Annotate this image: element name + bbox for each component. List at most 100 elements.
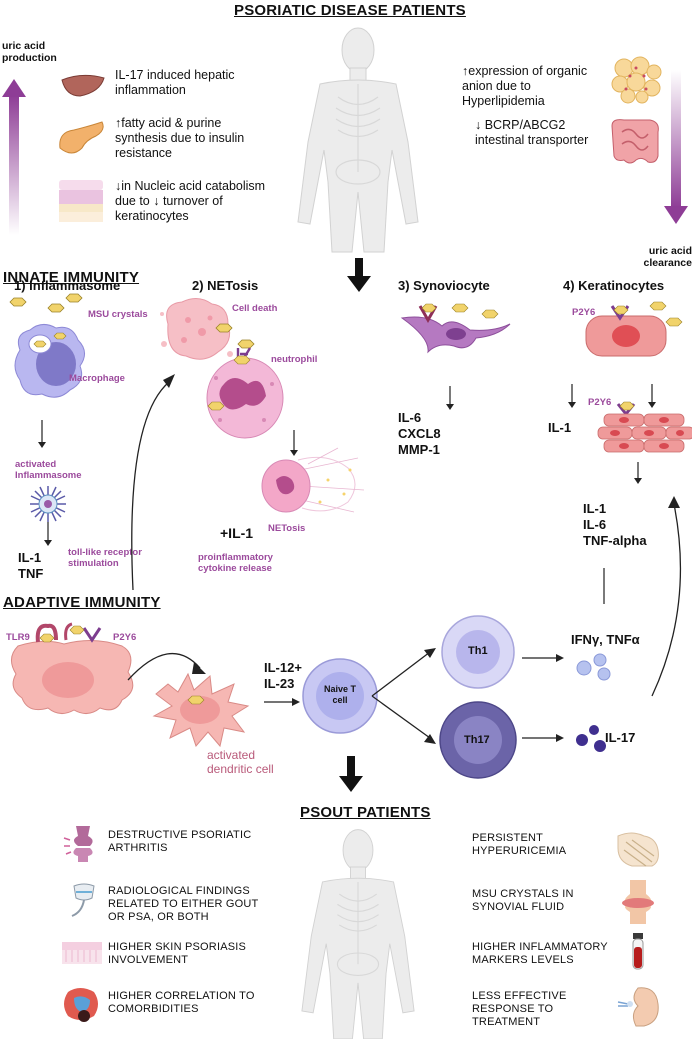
cytokine-il23: IL-23	[264, 676, 295, 691]
patient-face-icon	[617, 987, 659, 1027]
psout-comorbidities: HIGHER CORRELATION TO COMORBIDITIES	[108, 990, 255, 1015]
p2y6-dc-label: P2Y6	[113, 632, 137, 643]
uric-acid-production-arrow	[2, 79, 26, 235]
th17-cytokine-particles-icon	[576, 725, 606, 752]
macrophage-icon	[14, 324, 85, 398]
uric-acid-clearance-arrow	[664, 70, 688, 224]
main-flow-arrow-1	[347, 258, 371, 292]
organic-anion-text: ↑expression of organic anion due to Hype…	[462, 64, 588, 108]
fatty-acid-purine-text: ↑fatty acid & purine synthesis due to in…	[115, 116, 245, 160]
th1-cytokine-particles-icon	[576, 653, 611, 681]
blood-tube-icon	[632, 933, 644, 970]
psout-skin-involvement: HIGHER SKIN PSORIASIS INVOLVEMENT	[108, 941, 247, 966]
neutrophil-icon	[206, 347, 284, 439]
title-psoriatic-disease-patients: PSORIATIC DISEASE PATIENTS	[234, 2, 466, 19]
arrow-to-naive-tcell	[264, 698, 300, 706]
bcrp-abcg2-text: ↓ BCRP/ABCG2 intestinal transporter	[475, 118, 589, 147]
th1-label: Th1	[468, 645, 488, 657]
organs-icon	[64, 988, 98, 1022]
psout-inflammatory-markers: HIGHER INFLAMMATORY MARKERS LEVELS	[472, 941, 608, 966]
human-body-figure	[297, 27, 419, 253]
toll-like-receptor-label: toll-like receptor stimulation	[68, 547, 142, 569]
psout-destructive-arthritis: DESTRUCTIVE PSORIATIC ARTHRITIS	[108, 829, 252, 854]
netosis-title: 2) NETosis	[192, 278, 259, 293]
dead-cell-icon	[160, 298, 233, 360]
joint-icon	[63, 826, 93, 862]
arrow-to-netosis	[131, 374, 175, 591]
title-innate-immunity: INNATE IMMUNITY	[3, 269, 140, 286]
uric-acid-clearance-label: uric acid clearance	[643, 245, 692, 269]
netosis-cell-icon	[261, 447, 365, 513]
arrow-keratinocyte-left	[568, 384, 576, 408]
cytokine-il12: IL-12+	[264, 660, 302, 675]
psout-radiological-findings: RADIOLOGICAL FINDINGS RELATED TO EITHER …	[108, 885, 259, 923]
dendritic-cell-icon	[11, 622, 134, 714]
th17-label: Th17	[464, 734, 490, 746]
arrows-tcell-differentiation	[371, 648, 436, 744]
fat-cells-icon	[611, 56, 662, 104]
inflammasome-title: 1) Inflammasome	[14, 278, 121, 293]
crystal-pair-icon	[215, 323, 255, 349]
uric-acid-production-label: uric acid production	[2, 40, 57, 64]
naive-t-cell-label: Naive T cell	[323, 684, 356, 705]
hepatic-inflammation-text: IL-17 induced hepatic inflammation	[115, 68, 235, 97]
keratinocyte-output-il1: IL-1	[583, 501, 607, 516]
connector-line-keratinocyte	[603, 568, 605, 604]
msu-crystals-icon	[9, 293, 83, 313]
keratinocytes-title: 4) Keratinocytes	[563, 278, 665, 293]
th17-output-il17: IL-17	[605, 730, 636, 745]
arrow-th1-output	[522, 654, 564, 662]
keratinocyte-il1: IL-1	[548, 420, 572, 435]
synoviocyte-title: 3) Synoviocyte	[398, 278, 490, 293]
tlr9-label: TLR9	[6, 632, 30, 643]
inflammasome-output-il1: IL-1	[18, 550, 42, 565]
naive-t-cell-icon	[302, 658, 378, 734]
arrow-macrophage-to-inflammasome	[38, 420, 46, 448]
msu-crystals-label: MSU crystals	[88, 309, 148, 320]
synoviocyte-output-mmp1: MMP-1	[398, 442, 440, 457]
arrow-th1-to-keratinocytes	[651, 496, 682, 697]
macrophage-label: Macrophage	[69, 373, 125, 384]
knee-joint-icon	[622, 880, 654, 924]
title-psout-patients: PSOUT PATIENTS	[300, 804, 431, 821]
arrow-neutrophil-to-netosis	[290, 430, 298, 456]
intestine-icon	[611, 119, 659, 164]
activated-dendritic-cell-label: activated dendritic cell	[207, 748, 274, 776]
cell-death-label: Cell death	[232, 303, 278, 314]
liver-icon	[61, 74, 105, 97]
proinflammatory-release-label: proinflammatory cytokine release	[198, 552, 273, 574]
activated-inflammasome-label: activated Inflammasome	[15, 459, 82, 481]
arrow-synoviocyte-output	[446, 386, 454, 410]
arrow-inflammasome-to-il1	[44, 522, 52, 546]
activated-dendritic-cell-icon	[152, 672, 250, 748]
netosis-il1: +IL-1	[220, 525, 254, 541]
psout-msu-crystals-fluid: MSU CRYSTALS IN SYNOVIAL FLUID	[472, 888, 574, 913]
netosis-label: NETosis	[268, 523, 306, 534]
keratinocyte-output-tnf-alpha: TNF-alpha	[583, 533, 647, 548]
arrow-keratinocyte-right	[648, 384, 656, 408]
arrow-th17-output	[522, 734, 564, 742]
psout-persistent-hyperuricemia: PERSISTENT HYPERURICEMIA	[472, 832, 567, 857]
th1-output-cytokines: IFNγ, TNFα	[571, 632, 640, 647]
foot-icon	[617, 832, 659, 867]
p2y6-receptor-label-1: P2Y6	[572, 307, 596, 318]
th17-cell-icon	[439, 701, 517, 779]
neutrophil-label: neutrophil	[271, 354, 318, 365]
skin-layers-icon	[59, 180, 103, 222]
title-adaptive-immunity: ADAPTIVE IMMUNITY	[3, 594, 161, 611]
p2y6-receptor-label-2: P2Y6	[588, 397, 612, 408]
pancreas-icon	[59, 121, 104, 154]
keratinocyte-output-il6: IL-6	[583, 517, 607, 532]
keratinocyte-cell-icon	[585, 301, 683, 357]
inflammasome-output-tnf: TNF	[18, 566, 44, 581]
th1-cell-icon	[441, 615, 515, 689]
synoviocyte-output-cxcl8: CXCL8	[398, 426, 441, 441]
synoviocyte-icon	[400, 303, 511, 354]
arrow-dc-to-activated-dc	[127, 652, 206, 681]
keratinocyte-layers-icon	[597, 401, 692, 453]
psout-less-effective-treatment: LESS EFFECTIVE RESPONSE TO TREATMENT	[472, 990, 567, 1028]
inflammasome-icon	[30, 486, 66, 522]
human-body-figure-bottom	[301, 829, 415, 1039]
arrow-keratinocyte-output	[634, 462, 642, 484]
nucleic-acid-catabolism-text: ↓in Nucleic acid catabolism due to ↓ tur…	[115, 179, 266, 223]
